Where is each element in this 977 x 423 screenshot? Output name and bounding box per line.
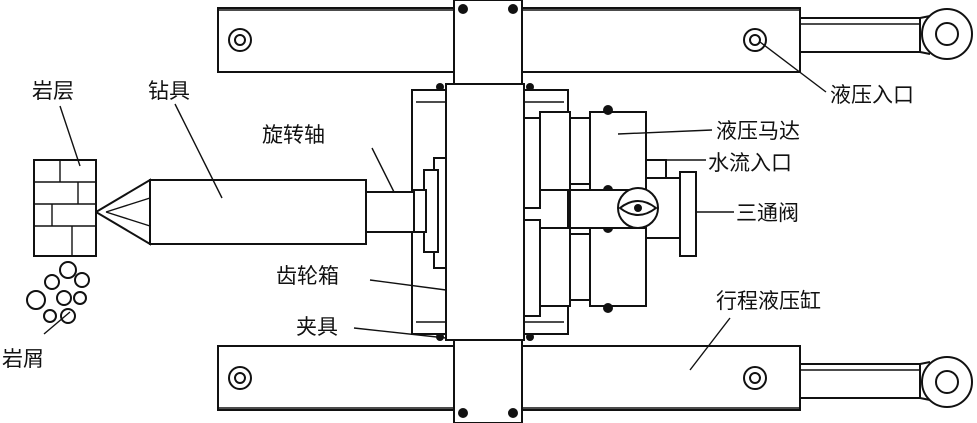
three-way-valve (617, 159, 697, 257)
hydraulic-motor-lower (539, 223, 647, 313)
rock-layer-block (33, 159, 97, 257)
label-stroke-cylinder: 行程液压缸 (716, 289, 821, 313)
rock-debris-particles (26, 261, 90, 324)
top-clamp-plate (453, 0, 523, 89)
label-three-way-valve: 三通阀 (736, 201, 799, 225)
rotary-shaft-flange (411, 169, 439, 253)
bottom-stroke-cylinder (217, 345, 973, 411)
label-rotary-shaft: 旋转轴 (262, 123, 325, 147)
hydraulic-motor-upper (539, 105, 647, 195)
label-drill-tool: 钻具 (148, 79, 190, 103)
label-gearbox: 齿轮箱 (276, 264, 339, 288)
bottom-clamp-plate (453, 333, 523, 423)
label-hydraulic-motor: 液压马达 (716, 119, 800, 143)
label-hydraulic-inlet: 液压入口 (830, 83, 914, 107)
label-rock-debris: 岩屑 (2, 347, 44, 371)
drill-tool (94, 178, 415, 246)
label-water-inlet: 水流入口 (708, 151, 792, 175)
label-clamp: 夹具 (296, 315, 338, 339)
top-stroke-cylinder (217, 7, 973, 73)
label-rock-layer: 岩层 (32, 79, 74, 103)
leader-lines (43, 41, 827, 371)
